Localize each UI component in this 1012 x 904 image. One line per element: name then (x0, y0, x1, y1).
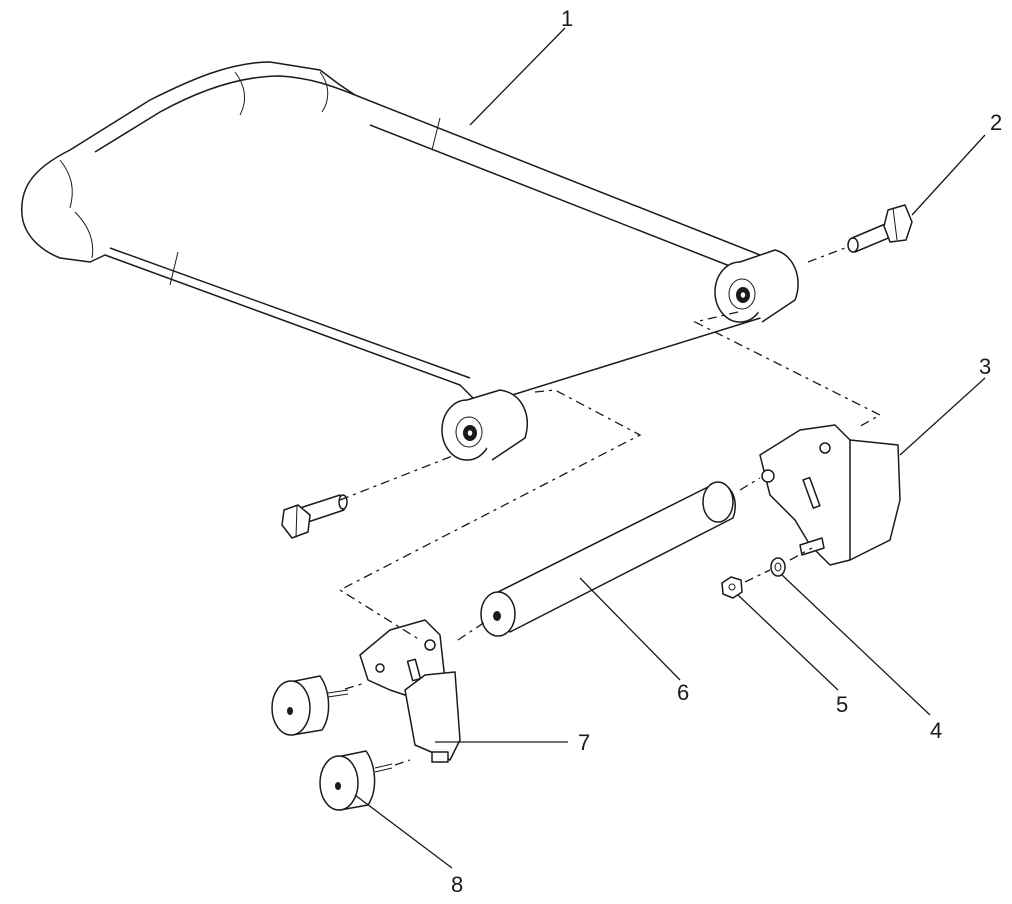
wheel-upper-part-8 (271, 675, 349, 736)
callout-3: 3 (979, 354, 991, 379)
leader-lines (354, 27, 986, 869)
callout-8: 8 (451, 872, 463, 897)
callout-6: 6 (677, 680, 689, 705)
u-bar-part-1 (21, 61, 799, 461)
callout-7: 7 (578, 730, 590, 755)
right-bracket-part-3 (759, 424, 901, 566)
callout-5: 5 (836, 692, 848, 717)
shoulder-bolt-left (281, 494, 348, 539)
washer-part-4 (770, 557, 786, 577)
callout-4: 4 (930, 718, 942, 743)
callout-2: 2 (990, 110, 1002, 135)
assembly-lines (338, 247, 882, 766)
shoulder-bolt-part-2 (847, 204, 913, 253)
callouts: 1 2 3 4 5 6 7 8 (451, 6, 1002, 897)
nut-part-5 (721, 576, 743, 599)
left-bracket-part-7 (359, 619, 461, 763)
callout-1: 1 (561, 6, 573, 31)
wheel-lower-part-8 (319, 750, 393, 811)
roller-tube-part-6 (480, 481, 736, 637)
